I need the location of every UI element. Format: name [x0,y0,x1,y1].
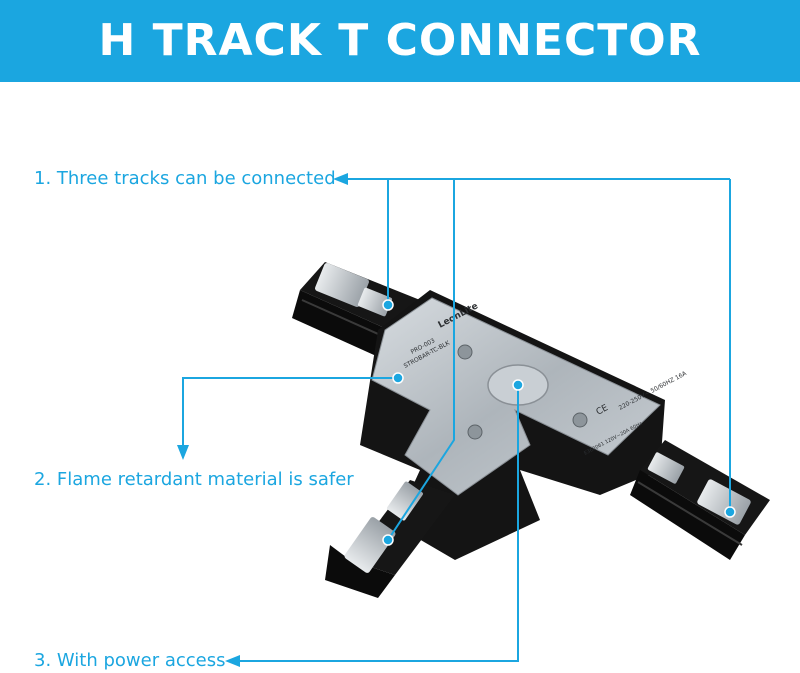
contact-clip [697,479,751,525]
contact-clip [344,517,396,573]
contact-clip [315,263,369,307]
track-arm-bottom [325,480,455,598]
banner-title: H TRACK T CONNECTOR [98,15,702,66]
callout-flame-retardant: 2. Flame retardant material is safer [34,469,354,490]
title-banner: H TRACK T CONNECTOR [0,0,800,82]
arrow-left-icon [225,655,240,667]
track-arm-right [630,440,770,560]
screw-icon [467,424,483,440]
screw-icon [457,344,473,360]
callout-arrows [177,173,348,667]
callout-dots [382,299,736,546]
callout-three-tracks: 1. Three tracks can be connected [34,168,336,189]
arrow-down-icon [177,445,189,460]
contact-clip [387,481,423,521]
contact-clip [357,287,393,317]
screw-icon [572,412,588,428]
callout-lines [182,178,731,662]
contact-clip [647,452,685,484]
arrow-left-icon [333,173,348,185]
track-arm-top-left [292,262,420,360]
callout-power-access: 3. With power access [34,650,226,671]
